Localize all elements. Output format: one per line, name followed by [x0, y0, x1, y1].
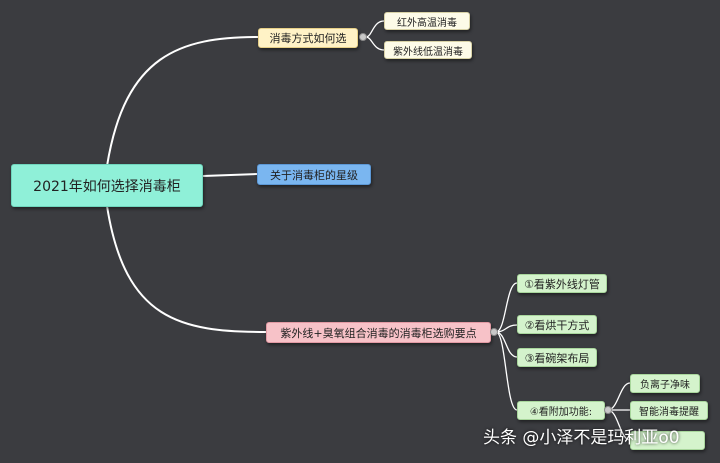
- collapse-toggle-icon[interactable]: [490, 328, 498, 336]
- connector-root-branch2: [202, 173, 258, 177]
- leaf-uv-low-temp[interactable]: 紫外线低温消毒: [384, 41, 472, 59]
- connector-branch1-child2: [365, 36, 385, 51]
- leaf-anion-deodorize[interactable]: 负离子净味: [630, 374, 700, 393]
- leaf-hidden-third-sub: [630, 431, 705, 450]
- watermark-text: 头条 @小泽不是玛利亚o0: [483, 428, 680, 448]
- connector-branch1-child1: [365, 20, 385, 38]
- collapse-toggle-icon[interactable]: [604, 406, 612, 414]
- collapse-toggle-icon[interactable]: [359, 33, 367, 41]
- leaf-drying-method[interactable]: ②看烘干方式: [517, 315, 597, 334]
- leaf-rack-layout[interactable]: ③看碗架布局: [517, 348, 597, 367]
- root-topic[interactable]: 2021年如何选择消毒柜: [11, 164, 203, 207]
- leaf-extra-features[interactable]: ④看附加功能:: [517, 401, 605, 420]
- connector-branch3-child1: [495, 282, 518, 333]
- connector-child4-sub1: [607, 382, 631, 411]
- leaf-uv-lamp[interactable]: ①看紫外线灯管: [517, 274, 607, 293]
- branch-star-rating[interactable]: 关于消毒柜的星级: [257, 164, 371, 185]
- leaf-infrared-high-temp[interactable]: 红外高温消毒: [384, 12, 470, 30]
- branch-uv-ozone-buying-points[interactable]: 紫外线+臭氧组合消毒的消毒柜选购要点: [266, 322, 491, 343]
- connector-branch3-child4: [495, 331, 518, 411]
- branch-disinfection-method[interactable]: 消毒方式如何选: [258, 28, 358, 48]
- connector-root-branch3: [106, 205, 267, 333]
- connector-root-branch1: [106, 36, 259, 167]
- leaf-smart-disinfection-reminder[interactable]: 智能消毒提醒: [630, 401, 708, 420]
